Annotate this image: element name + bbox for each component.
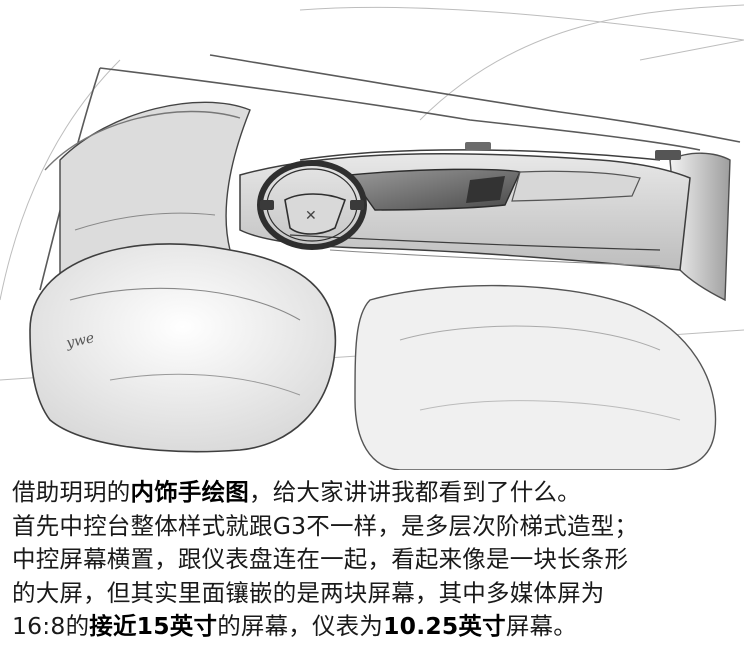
- caption-highlight: 接近15英寸: [89, 612, 218, 640]
- caption-text: 的屏幕，仪表为: [217, 612, 384, 640]
- article-caption: 借助玥玥的内饰手绘图，给大家讲讲我都看到了什么。 首先中控台整体样式就跟G3不一…: [12, 476, 736, 644]
- caption-line-2: 首先中控台整体样式就跟G3不一样，是多层次阶梯式造型；: [12, 511, 639, 540]
- driver-seat: [29, 243, 337, 453]
- caption-highlight: 内饰手绘图: [130, 478, 249, 506]
- caption-text: 屏幕。: [505, 612, 577, 640]
- artist-signature: ywe: [64, 330, 96, 352]
- caption-text: ，给大家讲讲我都看到了什么。: [249, 478, 581, 506]
- caption-line-5: 16:8的接近15英寸的屏幕，仪表为10.25英寸屏幕。: [12, 610, 736, 644]
- dash-vent-right: [655, 150, 681, 160]
- caption-text: 16:8的: [12, 612, 90, 640]
- caption-line-1: 借助玥玥的内饰手绘图，给大家讲讲我都看到了什么。: [12, 476, 736, 510]
- dash-vent-left: [465, 142, 491, 150]
- interior-sketch-image: ✕ ywe: [0, 4, 744, 470]
- caption-highlight: 10.25英寸: [383, 612, 506, 640]
- passenger-seat: [354, 284, 717, 470]
- svg-text:✕: ✕: [305, 208, 317, 224]
- steering-wheel: ✕: [257, 160, 367, 250]
- caption-line-4: 的大屏，但其实里面镶嵌的是两块屏幕，其中多媒体屏为: [12, 578, 605, 607]
- long-screen-panel: [348, 168, 641, 211]
- caption-text: 借助玥玥的: [12, 478, 131, 506]
- caption-line-3: 中控屏幕横置，跟仪表盘连在一起，看起来像是一块长条形: [12, 545, 629, 573]
